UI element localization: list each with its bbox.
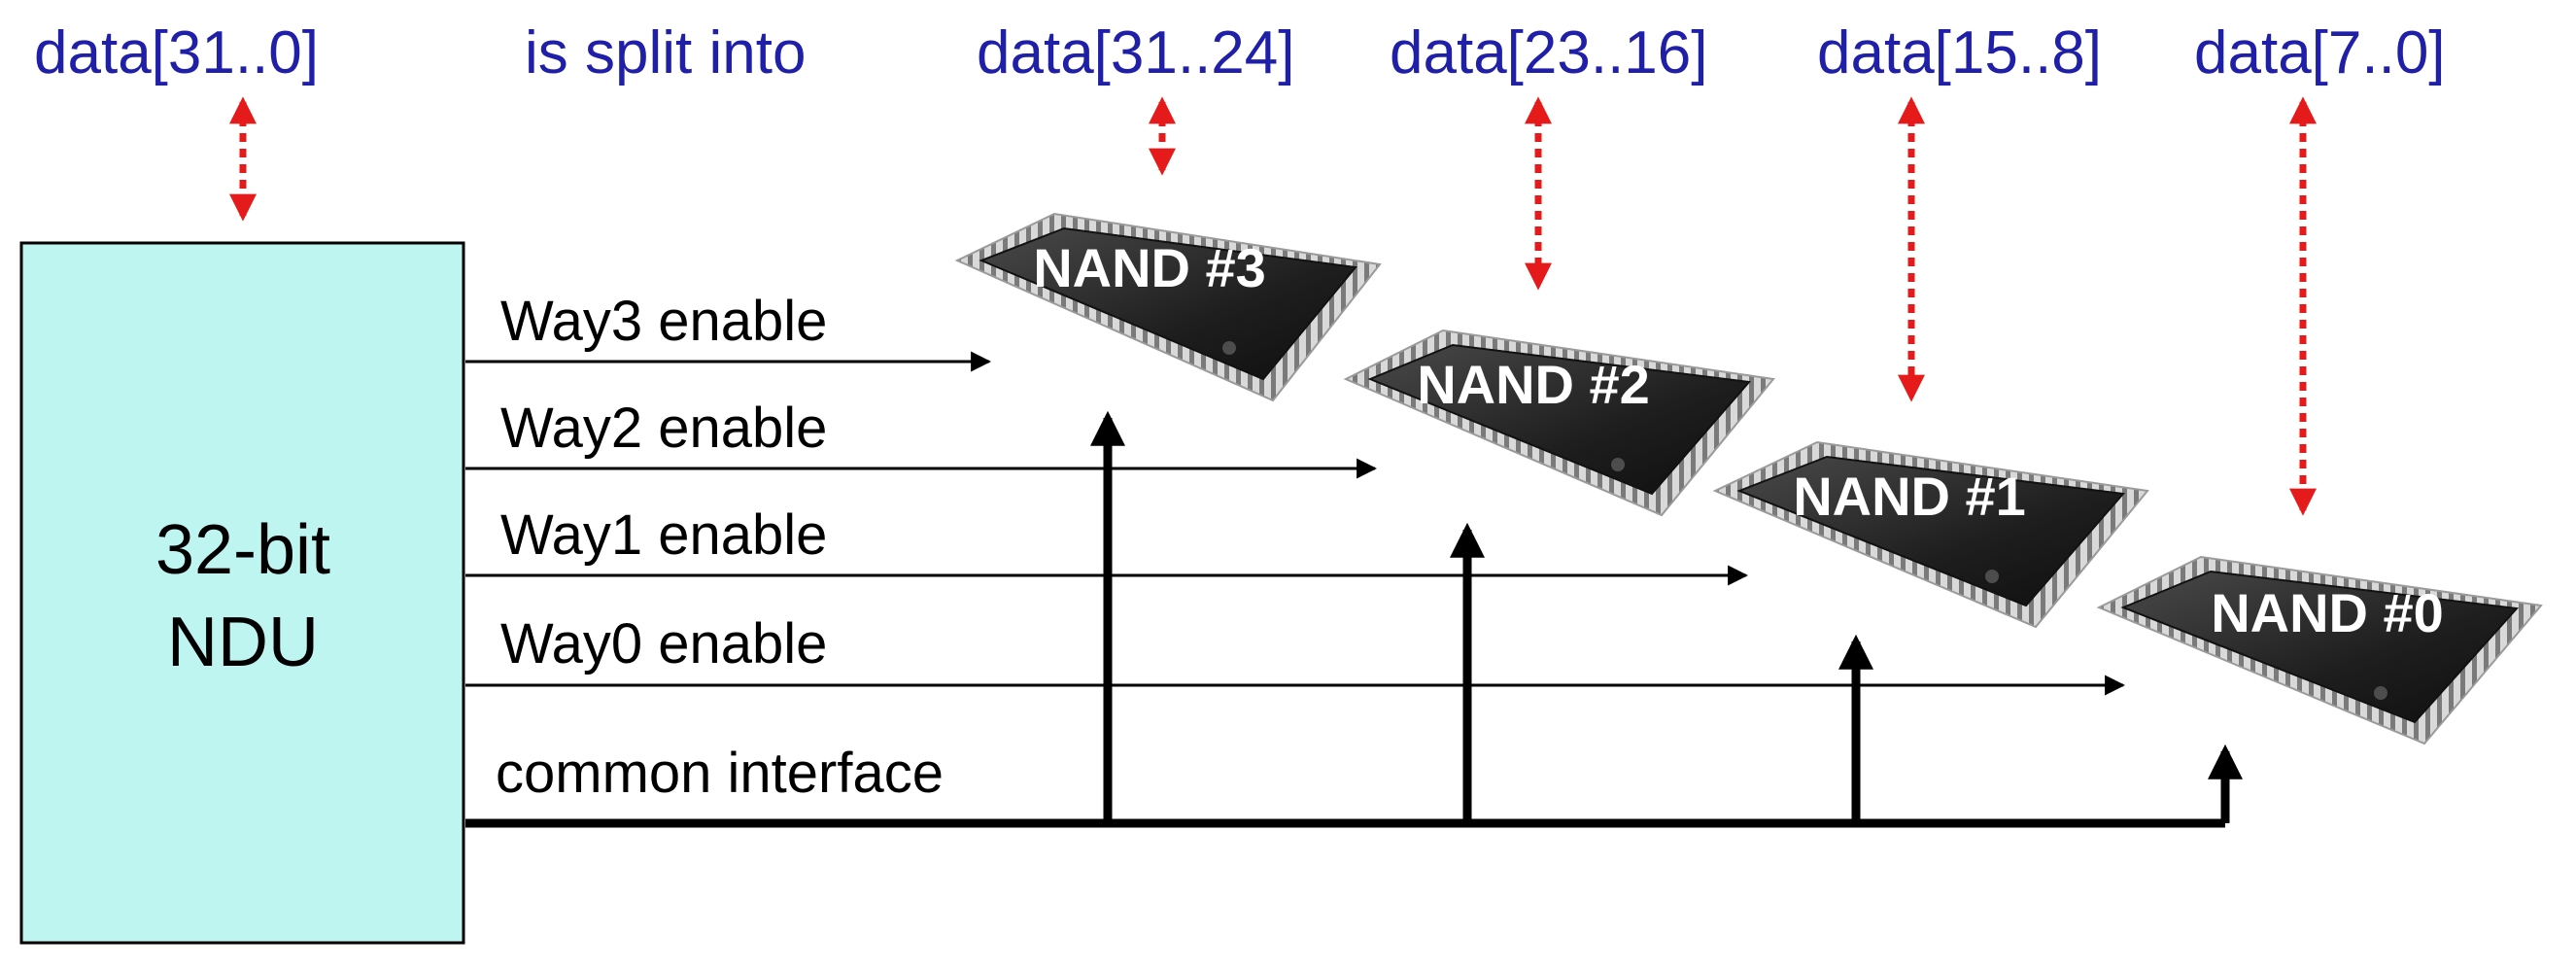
way3-label: Way3 enable [500, 290, 827, 353]
nand-2-label: NAND #2 [1417, 354, 1650, 415]
header-chip1-label: data[15..8] [1817, 19, 2102, 87]
common-interface-label: common interface [496, 742, 944, 805]
nand-chip-1: NAND #1 [1712, 440, 2149, 629]
header-bus-label: data[31..0] [34, 19, 319, 87]
way1-label: Way1 enable [500, 503, 827, 567]
nand-chip-0: NAND #0 [2096, 555, 2543, 745]
ndu-label-line1: 32-bit [155, 511, 330, 589]
header-chip3-label: data[31..24] [977, 19, 1295, 87]
nand-3-label: NAND #3 [1033, 237, 1266, 298]
ndu-box [19, 241, 465, 945]
way2-label: Way2 enable [500, 397, 827, 460]
nand-0-label: NAND #0 [2211, 582, 2444, 643]
nand-1-label: NAND #1 [1793, 466, 2026, 527]
nand-chip-2: NAND #2 [1343, 329, 1775, 517]
header-split-label: is split into [525, 19, 806, 87]
nand-chip-3: NAND #3 [954, 212, 1382, 402]
header-chip2-label: data[23..16] [1390, 19, 1708, 87]
ndu-label-line2: NDU [167, 604, 319, 681]
way0-label: Way0 enable [500, 612, 827, 676]
header-chip0-label: data[7..0] [2194, 19, 2446, 87]
